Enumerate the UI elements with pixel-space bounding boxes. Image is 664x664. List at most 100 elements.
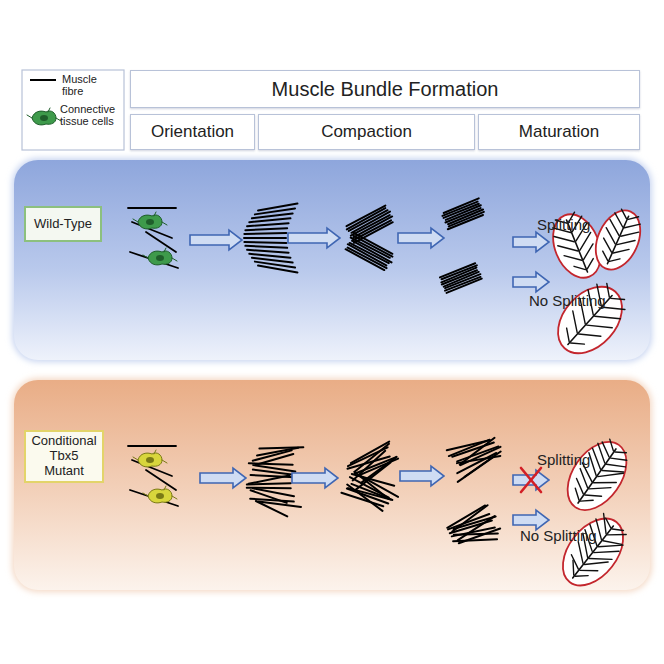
wild-type-band <box>14 160 650 360</box>
outcome-label: No Splitting <box>520 527 597 544</box>
muscle-fibre <box>351 215 390 236</box>
stage-box: Orientation <box>130 114 255 150</box>
muscle-fibre <box>585 259 596 269</box>
figure-part <box>138 215 162 229</box>
step-arrow <box>190 230 242 250</box>
legend-text: Muscle fibre <box>62 73 120 97</box>
node-text: Compaction <box>321 122 412 142</box>
figure-part <box>138 453 162 467</box>
muscle-fibre <box>351 212 390 233</box>
header-box: Muscle Bundle Formation <box>130 70 640 108</box>
muscle-fibre <box>355 457 396 473</box>
step-arrow <box>292 468 338 488</box>
blocked-cross <box>521 468 541 492</box>
muscle-outline <box>545 274 634 365</box>
muscle-fibre <box>571 488 583 500</box>
muscle-fibre <box>164 248 166 252</box>
cell-nucleus <box>146 457 154 463</box>
muscle-fibre <box>341 493 383 507</box>
muscle-fibre <box>353 216 392 237</box>
muscle-fibre <box>146 232 176 252</box>
muscle-fibre <box>457 453 496 473</box>
muscle-fibre <box>600 251 610 260</box>
figure-part <box>148 251 172 265</box>
muscle-fibre <box>619 209 629 218</box>
muscle-fibre <box>621 226 639 242</box>
muscle-fibre <box>143 255 148 258</box>
muscle-fibre <box>244 241 286 244</box>
muscle-fibre <box>348 248 387 269</box>
muscle-fibre <box>558 239 578 257</box>
muscle-fibre <box>253 470 296 475</box>
muscle-fibre <box>258 266 297 273</box>
step-arrow <box>200 468 246 488</box>
muscle-fibre <box>603 534 622 551</box>
muscle-fibre <box>353 241 392 262</box>
muscle-fibre <box>607 216 628 264</box>
muscle-fibre <box>128 207 176 209</box>
connective-tissue-cell <box>133 212 167 229</box>
muscle-bundle <box>545 274 635 366</box>
muscle-fibre <box>347 485 382 511</box>
mutant-band <box>14 380 650 590</box>
muscle-fibre <box>615 447 626 457</box>
muscle-fibre <box>594 539 619 564</box>
outcome-label: No Splitting <box>529 292 606 309</box>
condition-box: Wild-Type <box>24 206 102 242</box>
muscle-fibre <box>453 539 497 541</box>
muscle-fibre <box>572 478 589 493</box>
muscle-fibre <box>610 255 620 264</box>
stage-box: Maturation <box>478 114 640 150</box>
muscle-fibre <box>575 570 588 583</box>
muscle-fibre <box>567 555 583 569</box>
legend-box <box>22 70 124 150</box>
node-text: Orientation <box>151 122 234 142</box>
muscle-fibre <box>256 501 287 516</box>
muscle-fibre <box>449 212 484 227</box>
step-arrow <box>513 232 549 252</box>
muscle-fibre <box>612 524 623 535</box>
step-arrow <box>288 228 340 248</box>
muscle-fibre <box>154 450 156 454</box>
connective-tissue-cell <box>27 108 61 125</box>
muscle-fibre <box>602 461 624 481</box>
muscle-outline <box>551 507 636 596</box>
cell-nucleus <box>40 115 48 121</box>
muscle-fibre <box>445 277 480 291</box>
muscle-fibre <box>454 533 498 534</box>
blocked-cross <box>521 468 541 492</box>
legend-text: Connective tissue cells <box>60 103 122 127</box>
muscle-fibre <box>448 215 483 229</box>
muscle-fibre <box>608 526 627 544</box>
cell-nucleus <box>156 493 164 499</box>
cell-nucleus <box>146 219 154 225</box>
muscle-fibre <box>447 279 482 293</box>
legend-fibre-sample <box>30 79 56 81</box>
figure-part <box>148 489 172 503</box>
node-text: Wild-Type <box>34 217 92 232</box>
muscle-fibre <box>611 292 625 306</box>
node-text: Muscle Bundle Formation <box>272 78 499 101</box>
muscle-fibre <box>613 244 629 258</box>
band-glow <box>12 378 652 592</box>
muscle-fibre <box>598 462 624 487</box>
muscle-fibre <box>605 439 617 451</box>
muscle-fibre <box>48 108 50 112</box>
connective-tissue-cell <box>143 248 177 265</box>
outcome-label: Splitting <box>537 451 590 468</box>
muscle-fibre <box>600 238 616 252</box>
muscle-fibre <box>164 486 166 490</box>
muscle-fibre <box>611 452 627 466</box>
muscle-fibre <box>566 560 581 575</box>
muscle-fibre <box>458 457 494 482</box>
band-glow <box>12 158 652 362</box>
muscle-fibre <box>581 495 594 507</box>
muscle-fibre <box>579 324 601 346</box>
muscle-fibre <box>617 235 635 251</box>
figures <box>27 108 649 597</box>
muscle-fibre <box>598 534 623 558</box>
muscle-fibre <box>162 460 167 463</box>
muscle-fibre <box>628 213 638 222</box>
muscle-fibre <box>602 228 620 244</box>
muscle-fibre <box>346 249 385 270</box>
